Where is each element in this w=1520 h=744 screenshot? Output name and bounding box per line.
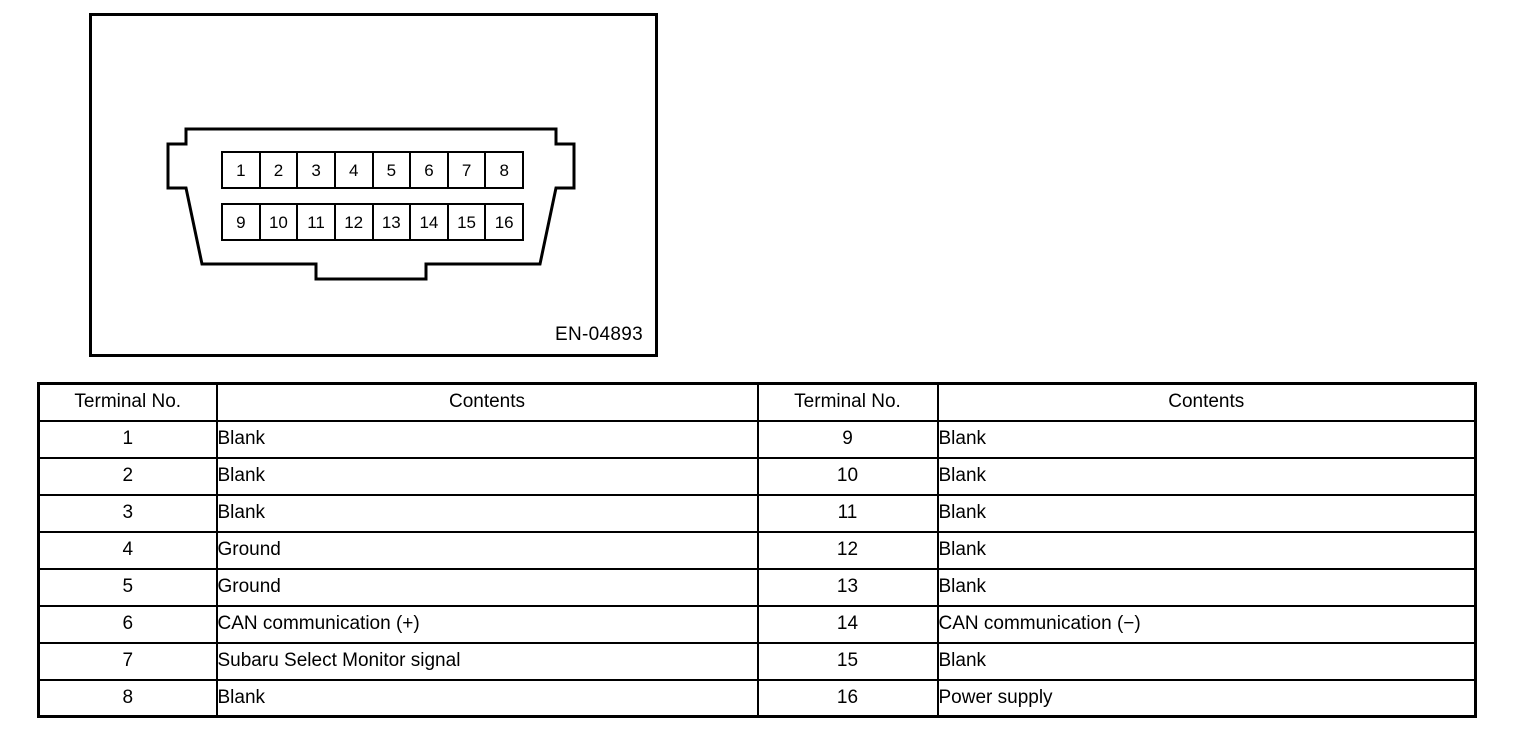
pin-cell-15: 15 xyxy=(448,205,487,239)
header-contents-right: Contents xyxy=(936,382,1477,422)
cell-terminal-no-right: 9 xyxy=(756,419,939,459)
cell-contents-right: Blank xyxy=(936,641,1477,681)
cell-terminal-no-right: 12 xyxy=(756,530,939,570)
header-terminal-no-right: Terminal No. xyxy=(756,382,939,422)
cell-contents-left: CAN communication (+) xyxy=(215,604,759,644)
header-terminal-no-left: Terminal No. xyxy=(37,382,218,422)
table-header-row: Terminal No. Contents Terminal No. Conte… xyxy=(37,382,1477,422)
header-contents-left: Contents xyxy=(215,382,759,422)
cell-terminal-no-right: 11 xyxy=(756,493,939,533)
pin-cell-8: 8 xyxy=(486,153,522,187)
pin-cell-14: 14 xyxy=(411,205,449,239)
pin-cell-1: 1 xyxy=(223,153,261,187)
terminal-table-container: Terminal No. Contents Terminal No. Conte… xyxy=(37,382,1477,718)
cell-contents-left: Ground xyxy=(215,530,759,570)
cell-terminal-no-left: 3 xyxy=(37,493,218,533)
pin-cell-4: 4 xyxy=(335,153,374,187)
pin-cell-7: 7 xyxy=(448,153,487,187)
pin-row-top: 1 2 3 4 5 6 7 8 xyxy=(221,151,524,189)
pin-cell-5: 5 xyxy=(373,153,412,187)
cell-terminal-no-left: 2 xyxy=(37,456,218,496)
figure-reference-code: EN-04893 xyxy=(555,324,643,345)
cell-terminal-no-left: 8 xyxy=(37,678,218,718)
cell-contents-right: Blank xyxy=(936,530,1477,570)
cell-terminal-no-left: 5 xyxy=(37,567,218,607)
pin-cell-2: 2 xyxy=(260,153,299,187)
cell-contents-right: Power supply xyxy=(936,678,1477,718)
cell-terminal-no-left: 4 xyxy=(37,530,218,570)
cell-terminal-no-right: 10 xyxy=(756,456,939,496)
cell-contents-left: Blank xyxy=(215,419,759,459)
cell-contents-right: CAN communication (−) xyxy=(936,604,1477,644)
cell-terminal-no-right: 16 xyxy=(756,678,939,718)
pin-cell-12: 12 xyxy=(335,205,374,239)
cell-terminal-no-left: 6 xyxy=(37,604,218,644)
cell-contents-left: Ground xyxy=(215,567,759,607)
cell-contents-left: Subaru Select Monitor signal xyxy=(215,641,759,681)
pin-cell-3: 3 xyxy=(298,153,336,187)
connector-pin-grid: 1 2 3 4 5 6 7 8 9 10 11 12 13 14 15 16 xyxy=(221,151,524,241)
terminal-assignment-table: Terminal No. Contents Terminal No. Conte… xyxy=(37,382,1477,718)
cell-terminal-no-right: 14 xyxy=(756,604,939,644)
cell-terminal-no-right: 15 xyxy=(756,641,939,681)
pin-row-bottom: 9 10 11 12 13 14 15 16 xyxy=(221,203,524,241)
pin-cell-9: 9 xyxy=(223,205,261,239)
cell-terminal-no-right: 13 xyxy=(756,567,939,607)
cell-terminal-no-left: 1 xyxy=(37,419,218,459)
cell-terminal-no-left: 7 xyxy=(37,641,218,681)
pin-cell-6: 6 xyxy=(411,153,449,187)
pin-cell-13: 13 xyxy=(373,205,412,239)
pin-cell-11: 11 xyxy=(298,205,336,239)
cell-contents-left: Blank xyxy=(215,678,759,718)
cell-contents-right: Blank xyxy=(936,493,1477,533)
pin-cell-10: 10 xyxy=(260,205,299,239)
cell-contents-left: Blank xyxy=(215,493,759,533)
connector-figure-panel: 1 2 3 4 5 6 7 8 9 10 11 12 13 14 15 16 E… xyxy=(89,13,658,357)
cell-contents-right: Blank xyxy=(936,419,1477,459)
cell-contents-right: Blank xyxy=(936,567,1477,607)
cell-contents-right: Blank xyxy=(936,456,1477,496)
cell-contents-left: Blank xyxy=(215,456,759,496)
pin-cell-16: 16 xyxy=(486,205,522,239)
